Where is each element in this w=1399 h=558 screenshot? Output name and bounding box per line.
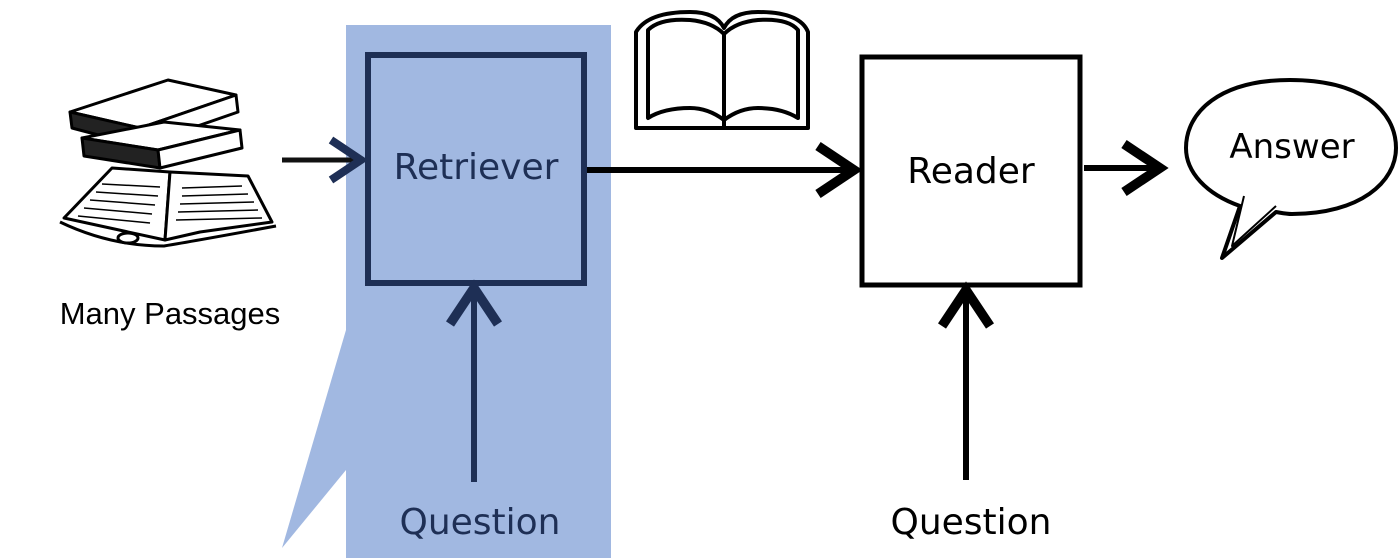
answer-label: Answer — [1229, 127, 1354, 167]
reader-question-label: Question — [890, 502, 1051, 543]
retriever-label: Retriever — [394, 147, 559, 188]
books-stack-icon — [59, 78, 277, 248]
speech-bubble-icon — [1184, 78, 1398, 260]
reader-label: Reader — [907, 151, 1035, 192]
retriever-highlight — [282, 25, 611, 558]
retriever-question-label: Question — [399, 502, 560, 543]
open-book-icon — [634, 10, 810, 130]
corpus-label: Many Passages — [60, 296, 281, 331]
